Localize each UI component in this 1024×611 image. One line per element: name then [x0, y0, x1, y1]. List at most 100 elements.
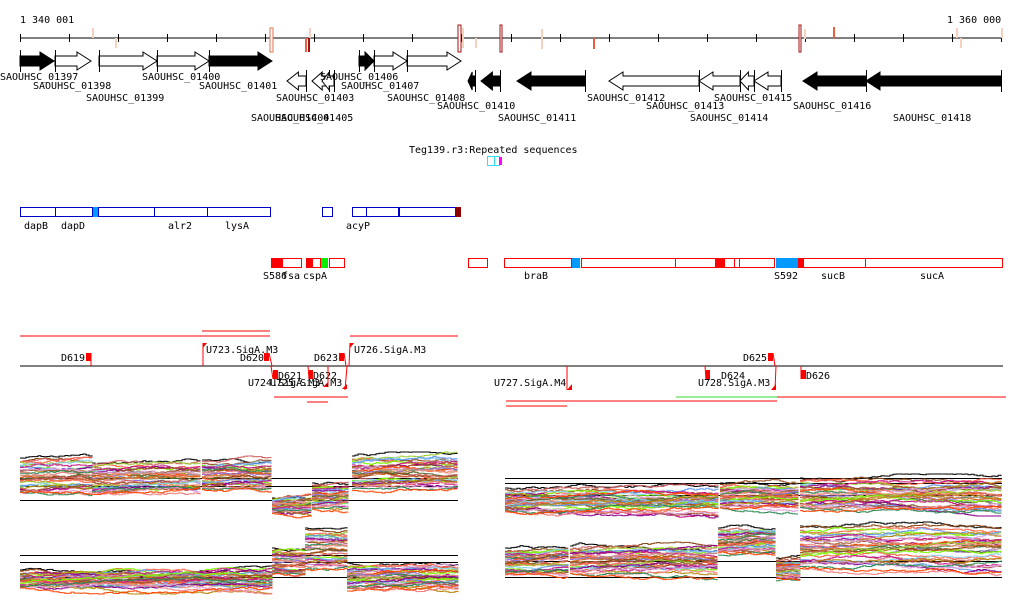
tu-block[interactable] [675, 258, 716, 268]
gene-SAOUHSC_01411[interactable] [516, 71, 586, 91]
gene-label: SAOUHSC_01400 [142, 72, 220, 83]
tu-block[interactable] [282, 258, 302, 268]
gene-label-track: SAOUHSC_01397SAOUHSC_01398SAOUHSC_01399S… [0, 72, 971, 124]
regulatory-track: D619 U723.SigA.M3 D620 D623 U726.SigA.M3… [20, 330, 1006, 407]
tu-block[interactable] [504, 258, 572, 268]
gene-label: SAOUHSC_01410 [437, 101, 515, 112]
gene-label: SAOUHSC_01397 [0, 72, 78, 83]
ruler-mark [798, 24, 802, 53]
repeat-feature[interactable] [487, 156, 503, 166]
gene-SAOUHSC_01400[interactable] [156, 51, 210, 71]
ruler-mark [92, 28, 94, 38]
gene-SAOUHSC_01418[interactable] [865, 71, 1002, 91]
gene-SAOUHSC_01403[interactable] [286, 70, 307, 92]
expression-series [20, 555, 459, 587]
marker-U724[interactable]: U724.SigA.M3 [248, 366, 329, 389]
marker-D620[interactable]: D620 [240, 352, 273, 367]
gene-SAOUHSC_01398[interactable] [54, 51, 92, 71]
expression-panel-bottom-right [505, 521, 1002, 582]
tu-block[interactable] [468, 258, 488, 268]
operon-block[interactable] [55, 207, 93, 217]
tu-block[interactable] [739, 258, 775, 268]
tu-block[interactable] [776, 258, 798, 268]
gene-SAOUHSC_01412[interactable] [608, 71, 700, 91]
marker-D624[interactable]: D624 [704, 365, 745, 382]
gene-SAOUHSC_01407b[interactable] [406, 51, 462, 71]
gene-label: SAOUHSC_01418 [893, 113, 971, 124]
gene-label: SAOUHSC_01407 [341, 81, 419, 92]
marker-U726[interactable]: U726.SigA.M3 [348, 342, 426, 367]
marker-U727[interactable]: U727.SigA.M4 [494, 366, 572, 390]
repeat-label: Teg139.r3:Repeated sequences [409, 145, 578, 156]
expression-series [505, 540, 1001, 571]
tu-block[interactable] [312, 258, 321, 268]
svg-text:U727.SigA.M4: U727.SigA.M4 [494, 378, 566, 389]
marker-D623[interactable]: D623 [314, 352, 347, 367]
tu-block[interactable] [329, 258, 345, 268]
tu-block[interactable] [271, 258, 282, 268]
svg-text:U726.SigA.M3: U726.SigA.M3 [354, 345, 426, 356]
operon-block[interactable] [352, 207, 367, 217]
tu-block[interactable] [734, 258, 740, 268]
svg-text:U723.SigA.M3: U723.SigA.M3 [206, 345, 278, 356]
tu-block[interactable] [572, 258, 580, 268]
operon-block[interactable] [455, 207, 461, 217]
gene-SAOUHSC_01415[interactable] [753, 71, 782, 91]
marker-D625[interactable]: D625 [743, 352, 776, 367]
gene-SAOUHSC_01397[interactable] [19, 51, 55, 71]
tu-block[interactable] [321, 258, 328, 268]
svg-text:U725.SigA.M3: U725.SigA.M3 [270, 378, 342, 389]
tu-block[interactable] [803, 258, 866, 268]
gene-SAOUHSC_01399[interactable] [98, 51, 158, 71]
marker-U728[interactable]: U728.SigA.M3 [698, 365, 777, 391]
svg-text:U724.SigA.M3: U724.SigA.M3 [248, 378, 320, 389]
ruler-mark [475, 38, 477, 48]
marker-D622[interactable]: D622 [307, 365, 337, 382]
ruler-mark [115, 38, 117, 48]
operon-block[interactable] [207, 207, 271, 217]
transcription-unit-track: S586 fsa cspA braB S592 sucB sucA [263, 258, 1003, 282]
ruler-mark [833, 27, 835, 38]
gene-SAOUHSC_01401[interactable] [208, 51, 273, 71]
gene-SAOUHSC_01413[interactable] [698, 71, 741, 91]
marker-D621[interactable]: D621 [270, 365, 302, 382]
gene-label: SAOUHSC_01404 [251, 113, 329, 124]
gene-SAOUHSC_01416[interactable] [802, 71, 867, 91]
ruler-end-label: 1 360 000 [947, 15, 1001, 26]
operon-block[interactable] [98, 207, 155, 217]
tu-label-sucB: sucB [821, 271, 845, 282]
tu-label-S586: S586 [263, 271, 287, 282]
expression-series [20, 533, 459, 577]
marker-U725[interactable]: U725.SigA.M3 [270, 365, 348, 391]
gene-SAOUHSC_01406[interactable] [358, 50, 375, 72]
ruler-start-label: 1 340 001 [20, 15, 74, 26]
marker-U723[interactable]: U723.SigA.M3 [202, 343, 278, 366]
svg-text:D621: D621 [278, 371, 302, 382]
gene-SAOUHSC_01410[interactable] [480, 70, 501, 92]
ruler-mark [804, 29, 806, 39]
marker-D626[interactable]: D626 [800, 366, 830, 382]
tu-label-braB: braB [524, 271, 548, 282]
tu-block[interactable] [798, 258, 803, 268]
expression-series [505, 492, 1002, 510]
tu-block[interactable] [865, 258, 1003, 268]
gene-label: SAOUHSC_01399 [86, 93, 164, 104]
tu-block[interactable] [581, 258, 676, 268]
tu-block[interactable] [724, 258, 735, 268]
tu-block[interactable] [716, 258, 724, 268]
operon-block[interactable] [399, 207, 456, 217]
operon-block[interactable] [322, 207, 333, 217]
gene-label: SAOUHSC_01416 [793, 101, 871, 112]
operon-block[interactable] [154, 207, 208, 217]
operon-block[interactable] [93, 207, 98, 217]
operon-block[interactable] [20, 207, 56, 217]
expression-series [20, 561, 459, 590]
tu-block[interactable] [306, 258, 312, 268]
marker-D619[interactable]: D619 [61, 353, 92, 366]
gene-SAOUHSC_01405[interactable] [321, 70, 335, 92]
gene-SAOUHSC_01408[interactable] [467, 71, 476, 91]
gene-SAOUHSC_01407[interactable] [373, 51, 408, 71]
operon-block[interactable] [366, 207, 399, 217]
ruler-mark [593, 38, 595, 49]
gene-SAOUHSC_01414[interactable] [739, 70, 755, 92]
